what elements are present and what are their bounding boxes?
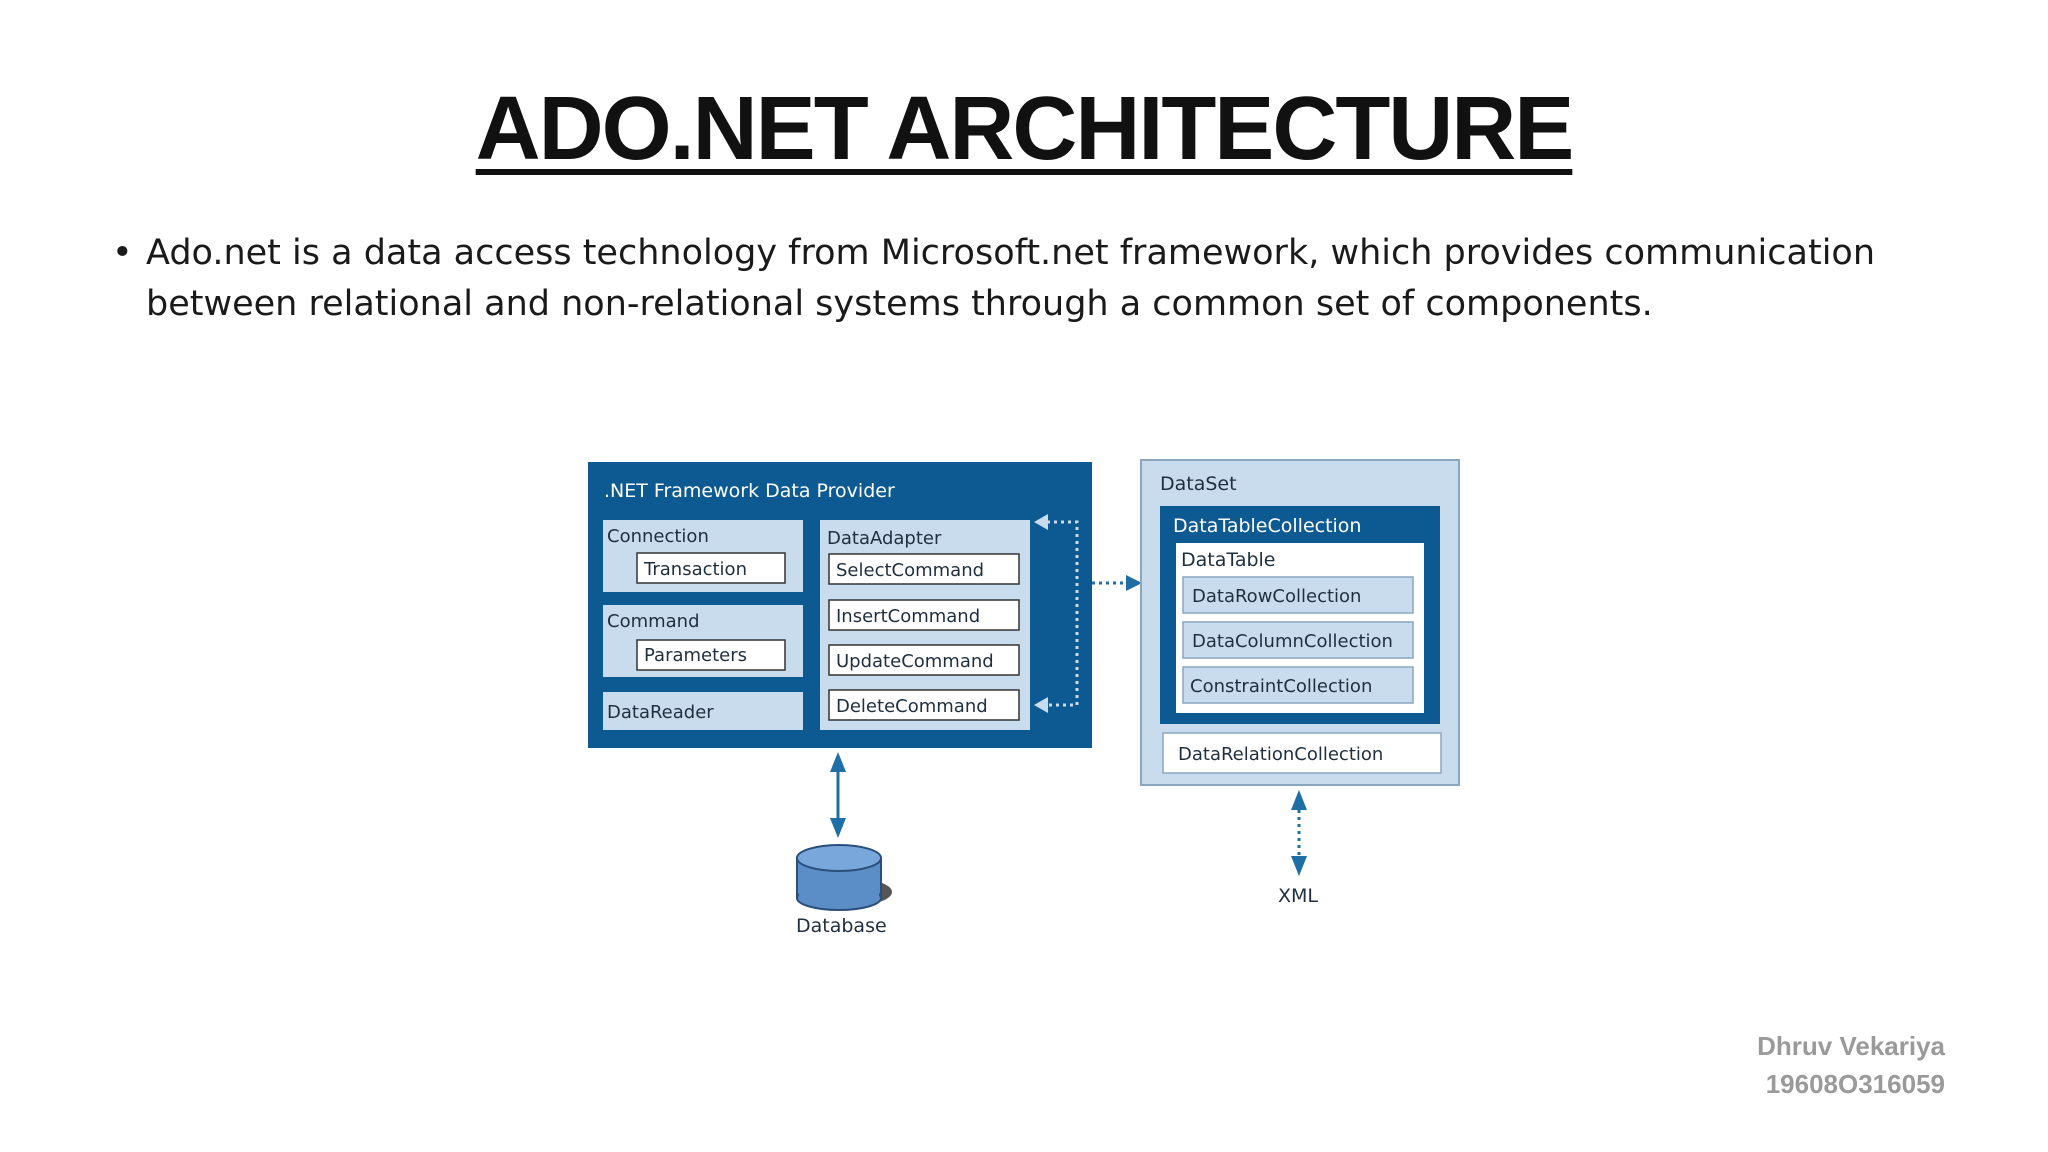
select-command-box [828, 553, 1020, 585]
transaction-label: Transaction [643, 559, 747, 580]
datatable-label: DataTable [1181, 549, 1276, 571]
datareader-label: DataReader [607, 702, 714, 723]
adapter-loop-arrowhead-bottom [1034, 697, 1048, 713]
signature-id: 19608O316059 [1765, 1069, 1945, 1099]
database-label: Database [796, 915, 887, 937]
datarelationcollection-box [1162, 732, 1442, 774]
dataset-xml-arrowhead-down [1291, 856, 1307, 876]
provider-title: .NET Framework Data Provider [604, 480, 895, 502]
xml-label: XML [1278, 885, 1318, 907]
delete-command-label: DeleteCommand [836, 696, 988, 717]
parameters-label: Parameters [644, 645, 747, 666]
page-title-text: ADO.NET ARCHITECTURE [475, 79, 1575, 179]
constraintcollection-box [1182, 666, 1414, 704]
constraintcollection-label: ConstraintCollection [1190, 676, 1372, 697]
adapter-loop-arrowhead-top [1034, 514, 1048, 530]
command-label: Command [607, 611, 700, 632]
dataset-label: DataSet [1160, 473, 1237, 495]
parameters-box [636, 639, 786, 671]
datarelationcollection-label: DataRelationCollection [1178, 744, 1383, 765]
datarowcollection-box [1182, 576, 1414, 614]
connection-label: Connection [607, 526, 709, 547]
datarowcollection-label: DataRowCollection [1192, 586, 1361, 607]
bullet-item: • Ado.net is a data access technology fr… [112, 228, 1946, 330]
delete-command-box [828, 689, 1020, 721]
update-command-label: UpdateCommand [836, 651, 994, 672]
provider-database-arrowhead-up [830, 752, 846, 772]
signature-name: Dhruv Vekariya [1757, 1031, 1945, 1061]
update-command-box [828, 644, 1020, 676]
dataadapter-label: DataAdapter [827, 528, 942, 549]
dataset-xml-arrowhead-up [1291, 790, 1307, 810]
datareader-box [603, 692, 803, 730]
bullet-marker: • [112, 233, 133, 273]
adapter-dotted-loop [1040, 520, 1079, 707]
datacolumncollection-label: DataColumnCollection [1192, 631, 1393, 652]
signature: Dhruv Vekariya 19608O316059 [1757, 1027, 1945, 1103]
database-icon [796, 844, 892, 911]
insert-command-box [828, 599, 1020, 631]
datacolumncollection-box [1182, 621, 1414, 659]
page-title: ADO.NET ARCHITECTURE [0, 78, 2048, 181]
transaction-box [636, 552, 786, 584]
provider-database-arrowhead-down [830, 818, 846, 838]
adapter-to-dataset-arrowhead [1126, 575, 1142, 591]
bullet-text: Ado.net is a data access technology from… [146, 233, 1876, 324]
select-command-label: SelectCommand [836, 560, 984, 581]
insert-command-label: InsertCommand [836, 606, 980, 627]
datatablecollection-label: DataTableCollection [1173, 515, 1361, 537]
